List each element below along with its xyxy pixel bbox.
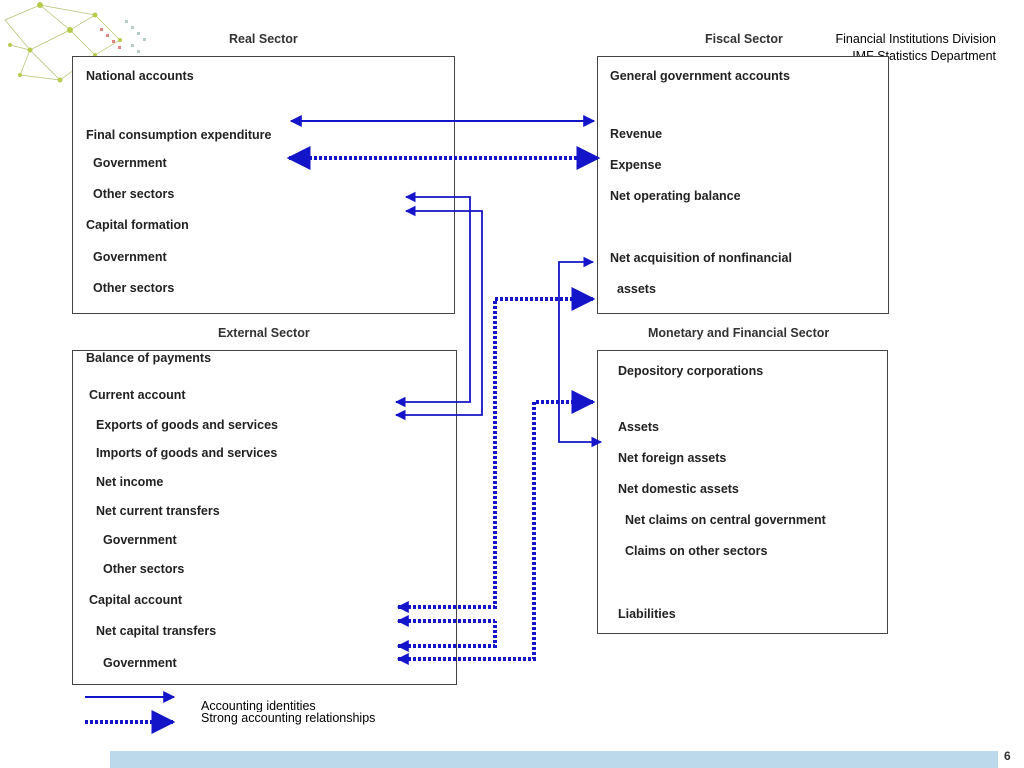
external-item-capital-account: Capital account [89,593,183,607]
fiscal-item-net-operating-balance: Net operating balance [610,189,741,203]
fiscal-item-expense: Expense [610,158,662,172]
external-item-net-capital-transfers: Net capital transfers [96,624,217,638]
monetary-sector-header: Monetary and Financial Sector [648,326,830,340]
fiscal-item-assets: assets [617,282,656,296]
fiscal-sector-header: Fiscal Sector [705,32,783,46]
fiscal-sector-box [597,56,889,314]
monetary-item-liabilities: Liabilities [618,607,676,621]
external-item-net-income: Net income [96,475,164,489]
real-sector-header: Real Sector [229,32,298,46]
arrow-gov-monetary [398,390,596,661]
real-item-national-accounts: National accounts [86,69,194,83]
arrow-external-real-1 [396,191,471,403]
external-item-current-account: Current account [89,388,186,402]
real-item-government: Government [93,156,167,170]
arrow-capital-fiscal-1 [398,287,596,609]
legend-dotted-label: Strong accounting relationships [201,711,376,725]
external-item-nct-other-sectors: Other sectors [103,562,185,576]
fiscal-item-gg-accounts: General government accounts [610,69,790,83]
fiscal-item-net-acquisition: Net acquisition of nonfinancial [610,251,792,265]
external-item-exports: Exports of goods and services [96,418,278,432]
external-item-nct-government: Government [103,533,177,547]
external-item-imports: Imports of goods and services [96,446,278,460]
external-item-balance-of-payments: Balance of payments [86,351,212,365]
real-item-other-sectors: Other sectors [93,187,175,201]
arrow-capital-fiscal-3 [398,621,497,648]
real-item-cf-government: Government [93,250,167,264]
footer-band [110,751,998,768]
legend-solid-label: Accounting identities [201,699,316,713]
fiscal-item-revenue: Revenue [610,127,663,141]
monetary-item-claims-other-sectors: Claims on other sectors [625,544,768,558]
arrow-nfa-monetary [558,256,603,448]
monetary-item-net-foreign-assets: Net foreign assets [618,451,727,465]
external-sector-box [72,350,457,685]
monetary-sector-box [597,350,888,634]
real-sector-box [72,56,455,314]
real-item-capital-formation: Capital formation [86,218,189,232]
monetary-item-assets: Assets [618,420,659,434]
page-number: 6 [1004,749,1011,763]
external-item-nkt-government: Government [103,656,177,670]
real-item-final-consumption: Final consumption expenditure [86,128,272,142]
external-item-net-current-transfers: Net current transfers [96,504,220,518]
arrow-external-real-2 [396,205,483,416]
real-item-cf-other-sectors: Other sectors [93,281,175,295]
monetary-item-net-domestic-assets: Net domestic assets [618,482,739,496]
external-sector-header: External Sector [218,326,310,340]
network-logo-icon [4,2,146,83]
monetary-item-depository-corporations: Depository corporations [618,364,764,378]
monetary-item-net-claims-cg: Net claims on central government [625,513,826,527]
division-line-1: Financial Institutions Division [835,32,997,46]
